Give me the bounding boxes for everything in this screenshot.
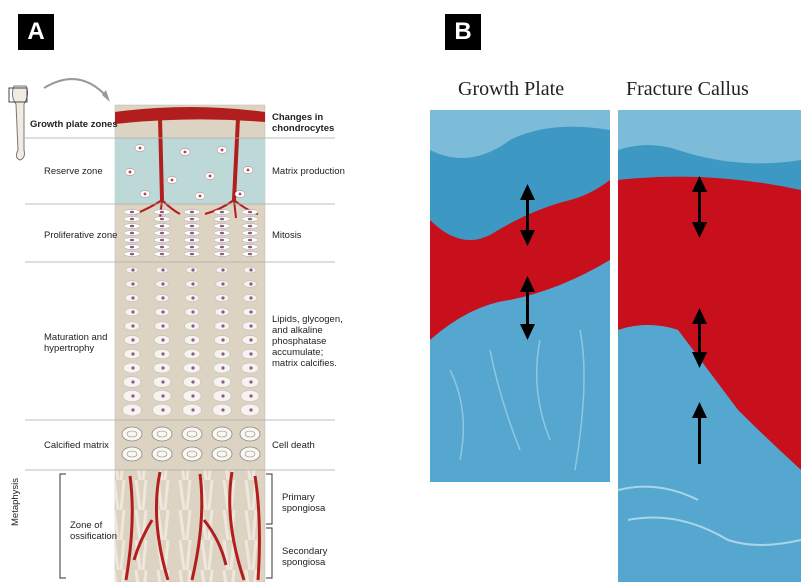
zone-of-ossification-label: Zone of ossification xyxy=(70,520,118,542)
growth-plate-histology-image xyxy=(430,110,610,482)
zone-name-reserve: Reserve zone xyxy=(44,166,103,177)
zone-change-calcified: Cell death xyxy=(272,440,315,451)
header-growth-plate-zones: Growth plate zones xyxy=(30,119,118,130)
zone-change-reserve: Matrix production xyxy=(272,166,345,177)
fracture-callus-title: Fracture Callus xyxy=(626,78,749,101)
panel-b-badge: B xyxy=(445,14,481,50)
zone-change-maturation: Lipids, glycogen, and alkaline phosphata… xyxy=(272,314,344,369)
growth-plate-title: Growth Plate xyxy=(458,78,564,101)
metaphysis-label: Metaphysis xyxy=(10,478,21,526)
header-changes-in-chondrocytes: Changes in chondrocytes xyxy=(272,112,342,134)
zone-name-calcified: Calcified matrix xyxy=(44,440,109,451)
zone-change-proliferative: Mitosis xyxy=(272,230,302,241)
zone-name-maturation: Maturation and hypertrophy xyxy=(44,332,108,354)
fracture-callus-histology-image xyxy=(618,110,801,582)
growth-plate-diagram xyxy=(0,0,440,582)
zone-name-proliferative: Proliferative zone xyxy=(44,230,117,241)
primary-spongiosa-label: Primary spongiosa xyxy=(282,492,334,514)
secondary-spongiosa-label: Secondary spongiosa xyxy=(282,546,342,568)
